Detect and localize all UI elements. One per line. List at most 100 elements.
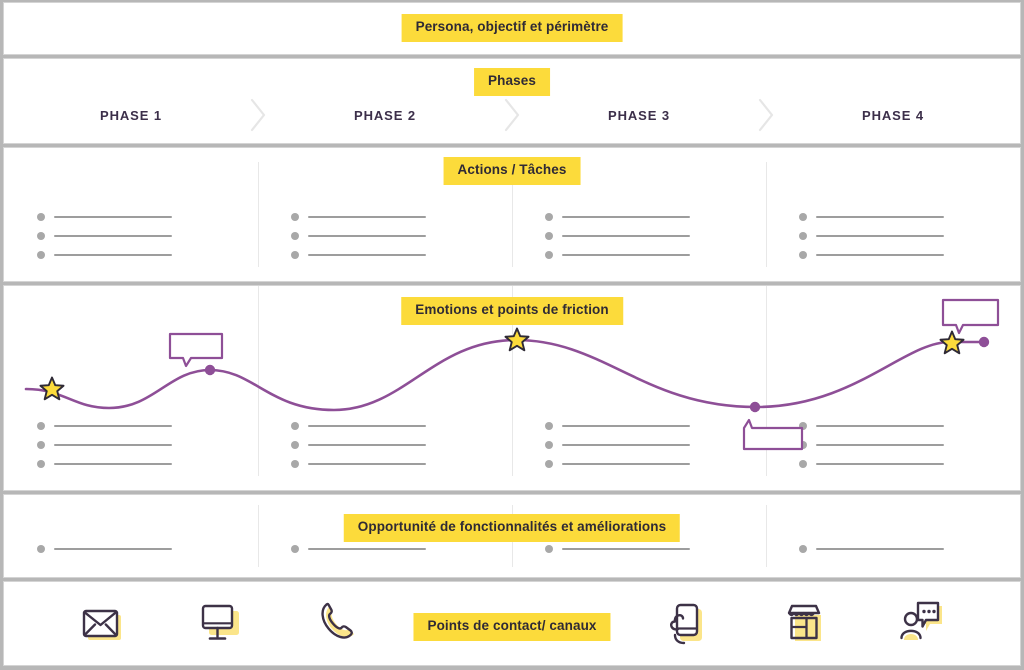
- placeholder-line: [816, 216, 945, 218]
- placeholder-line: [816, 463, 945, 465]
- badge-actions[interactable]: Actions / Tâches: [443, 157, 581, 185]
- list-item[interactable]: [37, 422, 173, 430]
- phone-handset-icon[interactable]: [278, 595, 395, 653]
- list-item[interactable]: [799, 213, 945, 221]
- badge-emotions[interactable]: Emotions et points de friction: [401, 297, 623, 325]
- list-item[interactable]: [37, 460, 173, 468]
- desktop-monitor-icon[interactable]: [161, 595, 278, 653]
- list-item[interactable]: [37, 545, 173, 553]
- placeholder-line: [562, 444, 691, 446]
- emotions-list-1: [37, 422, 258, 490]
- bullet-dot-icon: [291, 441, 300, 449]
- list-item[interactable]: [291, 460, 427, 468]
- badge-channels[interactable]: Points de contact/ canaux: [413, 613, 611, 641]
- bullet-dot-icon: [291, 422, 300, 430]
- storefront-shop-icon[interactable]: [746, 595, 863, 653]
- placeholder-line: [562, 463, 691, 465]
- list-item[interactable]: [799, 251, 945, 259]
- list-item[interactable]: [37, 232, 173, 240]
- emotions-list-2: [291, 422, 512, 490]
- list-item[interactable]: [291, 232, 427, 240]
- placeholder-line: [816, 548, 945, 550]
- list-item[interactable]: [545, 441, 691, 449]
- list-item[interactable]: [545, 545, 691, 553]
- bullet-dot-icon: [545, 251, 554, 259]
- list-item[interactable]: [799, 545, 945, 553]
- bullet-dot-icon: [545, 460, 554, 468]
- list-item[interactable]: [545, 232, 691, 240]
- bullet-dot-icon: [545, 545, 554, 553]
- email-envelope-icon[interactable]: [44, 595, 161, 653]
- actions-column-2: [258, 148, 512, 281]
- emotions-column-1: [4, 286, 258, 490]
- phase-label-1: PHASE 1: [100, 107, 162, 123]
- row-persona: Persona, objectif et périmètre: [3, 2, 1021, 55]
- placeholder-line: [54, 254, 173, 256]
- opportunities-column-2: [258, 495, 512, 577]
- bullet-dot-icon: [291, 545, 300, 553]
- phase-cell-3[interactable]: PHASE 3: [512, 87, 774, 143]
- placeholder-line: [816, 254, 945, 256]
- list-item[interactable]: [545, 422, 691, 430]
- placeholder-line: [54, 444, 173, 446]
- bullet-dot-icon: [37, 251, 46, 259]
- list-item[interactable]: [545, 251, 691, 259]
- bullet-dot-icon: [37, 422, 46, 430]
- person-chat-bubble-icon[interactable]: [863, 595, 980, 653]
- badge-opportunities[interactable]: Opportunité de fonctionnalités et amélio…: [343, 514, 681, 542]
- bullet-dot-icon: [37, 545, 46, 553]
- list-item[interactable]: [799, 422, 945, 430]
- row-opportunities: Opportunité de fonctionnalités et amélio…: [3, 494, 1021, 578]
- actions-column-4: [766, 148, 1020, 281]
- bullet-dot-icon: [799, 422, 808, 430]
- badge-phases[interactable]: Phases: [474, 68, 550, 96]
- phase-cell-4[interactable]: PHASE 4: [766, 87, 1020, 143]
- placeholder-line: [308, 548, 427, 550]
- list-item[interactable]: [291, 213, 427, 221]
- list-item[interactable]: [37, 251, 173, 259]
- channel-icon-strip: [4, 582, 1020, 665]
- bullet-dot-icon: [291, 460, 300, 468]
- list-item[interactable]: [291, 441, 427, 449]
- row-phases: Phases PHASE 1 PHASE 2 PHASE 3: [3, 58, 1021, 144]
- opportunities-list-1: [37, 545, 258, 577]
- bullet-dot-icon: [799, 213, 808, 221]
- bullet-dot-icon: [799, 232, 808, 240]
- list-item[interactable]: [291, 422, 427, 430]
- placeholder-line: [308, 216, 427, 218]
- bullet-dot-icon: [37, 213, 46, 221]
- actions-column-3: [512, 148, 766, 281]
- bullet-dot-icon: [37, 232, 46, 240]
- list-item[interactable]: [291, 251, 427, 259]
- placeholder-line: [562, 254, 691, 256]
- list-item[interactable]: [37, 441, 173, 449]
- phase-cell-1[interactable]: PHASE 1: [4, 87, 266, 143]
- opportunities-list-4: [799, 545, 1020, 577]
- placeholder-line: [816, 425, 945, 427]
- list-item[interactable]: [799, 460, 945, 468]
- bullet-dot-icon: [799, 460, 808, 468]
- actions-list-2: [291, 213, 512, 281]
- list-item[interactable]: [545, 460, 691, 468]
- placeholder-line: [562, 425, 691, 427]
- actions-columns: [4, 148, 1020, 281]
- list-item[interactable]: [799, 441, 945, 449]
- placeholder-line: [308, 254, 427, 256]
- bullet-dot-icon: [545, 441, 554, 449]
- list-item[interactable]: [799, 232, 945, 240]
- emotions-list-4: [799, 422, 1020, 490]
- hand-holding-mobile-icon[interactable]: [629, 595, 746, 653]
- list-item[interactable]: [545, 213, 691, 221]
- list-item[interactable]: [37, 213, 173, 221]
- phase-label-3: PHASE 3: [608, 107, 670, 123]
- bullet-dot-icon: [545, 213, 554, 221]
- placeholder-line: [54, 425, 173, 427]
- opportunities-column-4: [766, 495, 1020, 577]
- badge-persona[interactable]: Persona, objectif et périmètre: [401, 14, 623, 42]
- opportunities-columns: [4, 495, 1020, 577]
- bullet-dot-icon: [799, 441, 808, 449]
- bullet-dot-icon: [37, 460, 46, 468]
- list-item[interactable]: [291, 545, 427, 553]
- actions-list-1: [37, 213, 258, 281]
